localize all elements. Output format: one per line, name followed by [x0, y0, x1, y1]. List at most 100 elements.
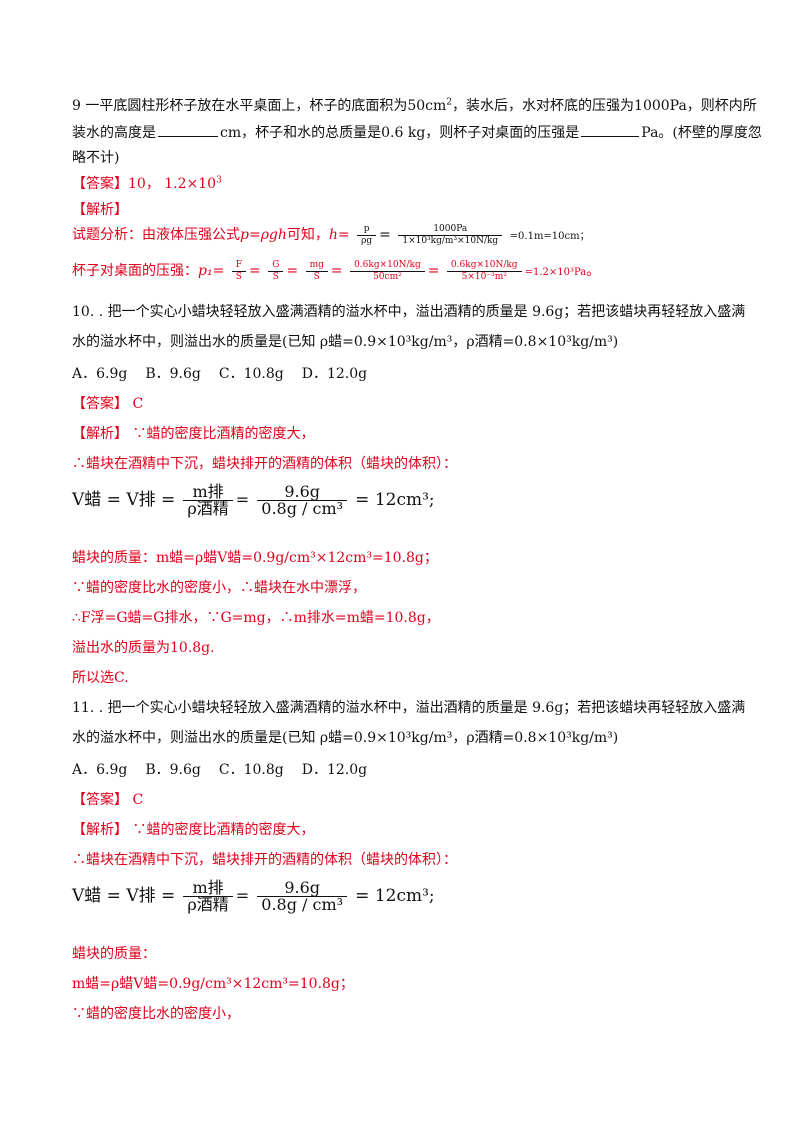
q9-analysis-2d: 。: [586, 263, 601, 279]
q11-analysis-text-1: ∵蜡的密度比酒精的密度大，: [132, 822, 315, 838]
q9-sup-1: 2: [446, 97, 453, 108]
q11-option-b: B．9.6g: [145, 762, 201, 778]
q11-option-d: D．12.0g: [301, 762, 368, 778]
q11-eq-left: V蜡 = V排 =: [72, 886, 176, 906]
q10-answer-label: 【答案】: [72, 396, 128, 412]
q9-text-1a: 9 一平底圆柱形杯子放在水平桌面上，杯子的底面积为50cm: [72, 98, 447, 114]
q10-option-c: C．10.8g: [218, 366, 284, 382]
q9-answer-sup: 3: [216, 175, 222, 186]
q9-frac-mg-num: mg: [305, 260, 328, 272]
q9-blank-pressure: [581, 122, 640, 137]
q10-eq-frac-2-den: 0.8g / cm³: [261, 499, 344, 518]
q11-analysis-2: ∴蜡块在酒精中下沉，蜡块排开的酒精的体积（蜡块的体积）：: [72, 852, 457, 868]
q9-analysis-label: 【解析】: [72, 202, 128, 218]
q10-analysis-label: 【解析】: [72, 426, 128, 442]
q10-line-1: 10. . 把一个实心小蜡块轻轻放入盛满酒精的溢水杯中，溢出酒精的质量是 9.6…: [72, 304, 746, 320]
q9-analysis-1c: 可知，: [286, 227, 329, 243]
q11-eq-frac-2-num: 9.6g: [257, 880, 348, 897]
q10-eq-left: V蜡 = V排 =: [72, 490, 176, 510]
q9-line-3: 略不计): [72, 150, 120, 166]
q9-frac-val1-den: 50cm²: [373, 271, 402, 282]
q9-frac-f-num: F: [231, 260, 247, 272]
q11-eq-frac-2-den: 0.8g / cm³: [261, 895, 344, 914]
q11-line-1: 11. . 把一个实心小蜡块轻轻放入盛满酒精的溢水杯中，溢出酒精的质量是 9.6…: [72, 700, 746, 716]
q10-eq-frac-1-den: ρ酒精: [187, 499, 229, 518]
q11-mass-line: m蜡=ρ蜡V蜡=0.9g/cm³×12cm³=10.8g；: [72, 976, 354, 992]
q9-analysis-1e: =0.1m=10cm；: [509, 231, 590, 242]
q9-frac-2-num: 1000Pa: [398, 224, 503, 236]
q10-option-d: D．12.0g: [301, 366, 368, 382]
q9-analysis-1a: 试题分析：由液体压强公式: [72, 227, 240, 243]
q9-line-1: 9 一平底圆柱形杯子放在水平桌面上，杯子的底面积为50cm2，装水后，水对杯底的…: [72, 96, 757, 116]
q9-formula: p=ρgh: [240, 227, 287, 243]
q9-frac-mg-den: S: [313, 271, 320, 282]
q11-eq-right: = 12cm³;: [355, 886, 435, 906]
q10-buoyancy-line: ∴F浮=G蜡=G排水，∵G=mg，∴m排水=m蜡=10.8g，: [72, 610, 440, 626]
q10-options: A．6.9g B．9.6g C．10.8g D．12.0g: [72, 364, 736, 384]
q9-frac-1-num: p: [357, 224, 377, 236]
q11-eq-frac-1-num: m排: [183, 880, 233, 897]
q10-eq-frac-2-num: 9.6g: [257, 484, 348, 501]
q10-answer-text: C: [132, 396, 144, 412]
q11-options: A．6.9g B．9.6g C．10.8g D．12.0g: [72, 760, 736, 780]
q9-analysis-2a: 杯子对桌面的压强：: [72, 263, 198, 279]
q9-answer-label: 【答案】: [72, 176, 128, 192]
q9-p1: p₁=: [198, 263, 225, 279]
q10-result-line: 溢出水的质量为10.8g.: [72, 640, 215, 656]
q11-analysis-1: 【解析】 ∵蜡的密度比酒精的密度大，: [72, 820, 736, 840]
q10-option-b: B．9.6g: [145, 366, 201, 382]
q11-answer-label: 【答案】: [72, 792, 128, 808]
q10-option-a: A．6.9g: [72, 366, 128, 382]
q9-answer-text: 10， 1.2×10: [128, 176, 217, 192]
q9-frac-1-den: ρg: [361, 235, 373, 246]
q10-float-line: ∵蜡的密度比水的密度小，∴蜡块在水中漂浮，: [72, 580, 366, 596]
q11-mass-label: 蜡块的质量：: [72, 946, 156, 962]
q11-eq-frac-1-den: ρ酒精: [187, 895, 229, 914]
q9-frac-val2-num: 0.6kg×10N/kg: [446, 260, 522, 272]
q10-analysis-1: 【解析】 ∵蜡的密度比酒精的密度大，: [72, 424, 736, 444]
q10-line-2: 水的溢水杯中，则溢出水的质量是(已知 ρ蜡=0.9×10³kg/m³，ρ酒精=0…: [72, 334, 619, 350]
q10-analysis-text-1: ∵蜡的密度比酒精的密度大，: [132, 426, 315, 442]
q11-answer: 【答案】 C: [72, 790, 736, 810]
q9-text-1b: ，装水后，水对杯底的压强为1000Pa，则杯内所: [452, 98, 757, 114]
q10-analysis-2: ∴蜡块在酒精中下沉，蜡块排开的酒精的体积（蜡块的体积）：: [72, 456, 457, 472]
q10-mass-line: 蜡块的质量：m蜡=ρ蜡V蜡=0.9g/cm³×12cm³=10.8g；: [72, 550, 438, 566]
q9-blank-height: [158, 122, 218, 137]
q11-answer-text: C: [132, 792, 144, 808]
q9-answer: 【答案】10， 1.2×103: [72, 174, 736, 194]
q10-choice-line: 所以选C.: [72, 670, 129, 686]
q10-eq-frac-1-num: m排: [183, 484, 233, 501]
q10-answer: 【答案】 C: [72, 394, 736, 414]
q9-analysis-2c: =1.2×10³Pa: [524, 267, 587, 278]
q11-line-2: 水的溢水杯中，则溢出水的质量是(已知 ρ蜡=0.9×10³kg/m³，ρ酒精=0…: [72, 730, 619, 746]
q9-h-eq: h=: [328, 227, 350, 243]
q9-text-2b: cm，杯子和水的总质量是0.6 kg，则杯子对桌面的压强是: [220, 125, 580, 141]
q11-option-c: C．10.8g: [218, 762, 284, 778]
q11-float-line: ∵蜡的密度比水的密度小，: [72, 1006, 240, 1022]
q9-frac-val2-den: 5×10⁻³m²: [461, 271, 507, 282]
q9-text-2a: 装水的高度是: [72, 125, 156, 141]
q10-eq-right: = 12cm³;: [355, 490, 435, 510]
q9-frac-f-den: S: [235, 271, 242, 282]
q9-text-2c: Pa。(杯壁的厚度忽: [641, 125, 762, 141]
q9-frac-val1-num: 0.6kg×10N/kg: [350, 260, 425, 272]
q9-line-2: 装水的高度是 cm，杯子和水的总质量是0.6 kg，则杯子对桌面的压强是 Pa。(杯…: [72, 122, 762, 143]
q9-frac-g-num: G: [268, 260, 284, 272]
q11-analysis-label: 【解析】: [72, 822, 128, 838]
q11-option-a: A．6.9g: [72, 762, 128, 778]
